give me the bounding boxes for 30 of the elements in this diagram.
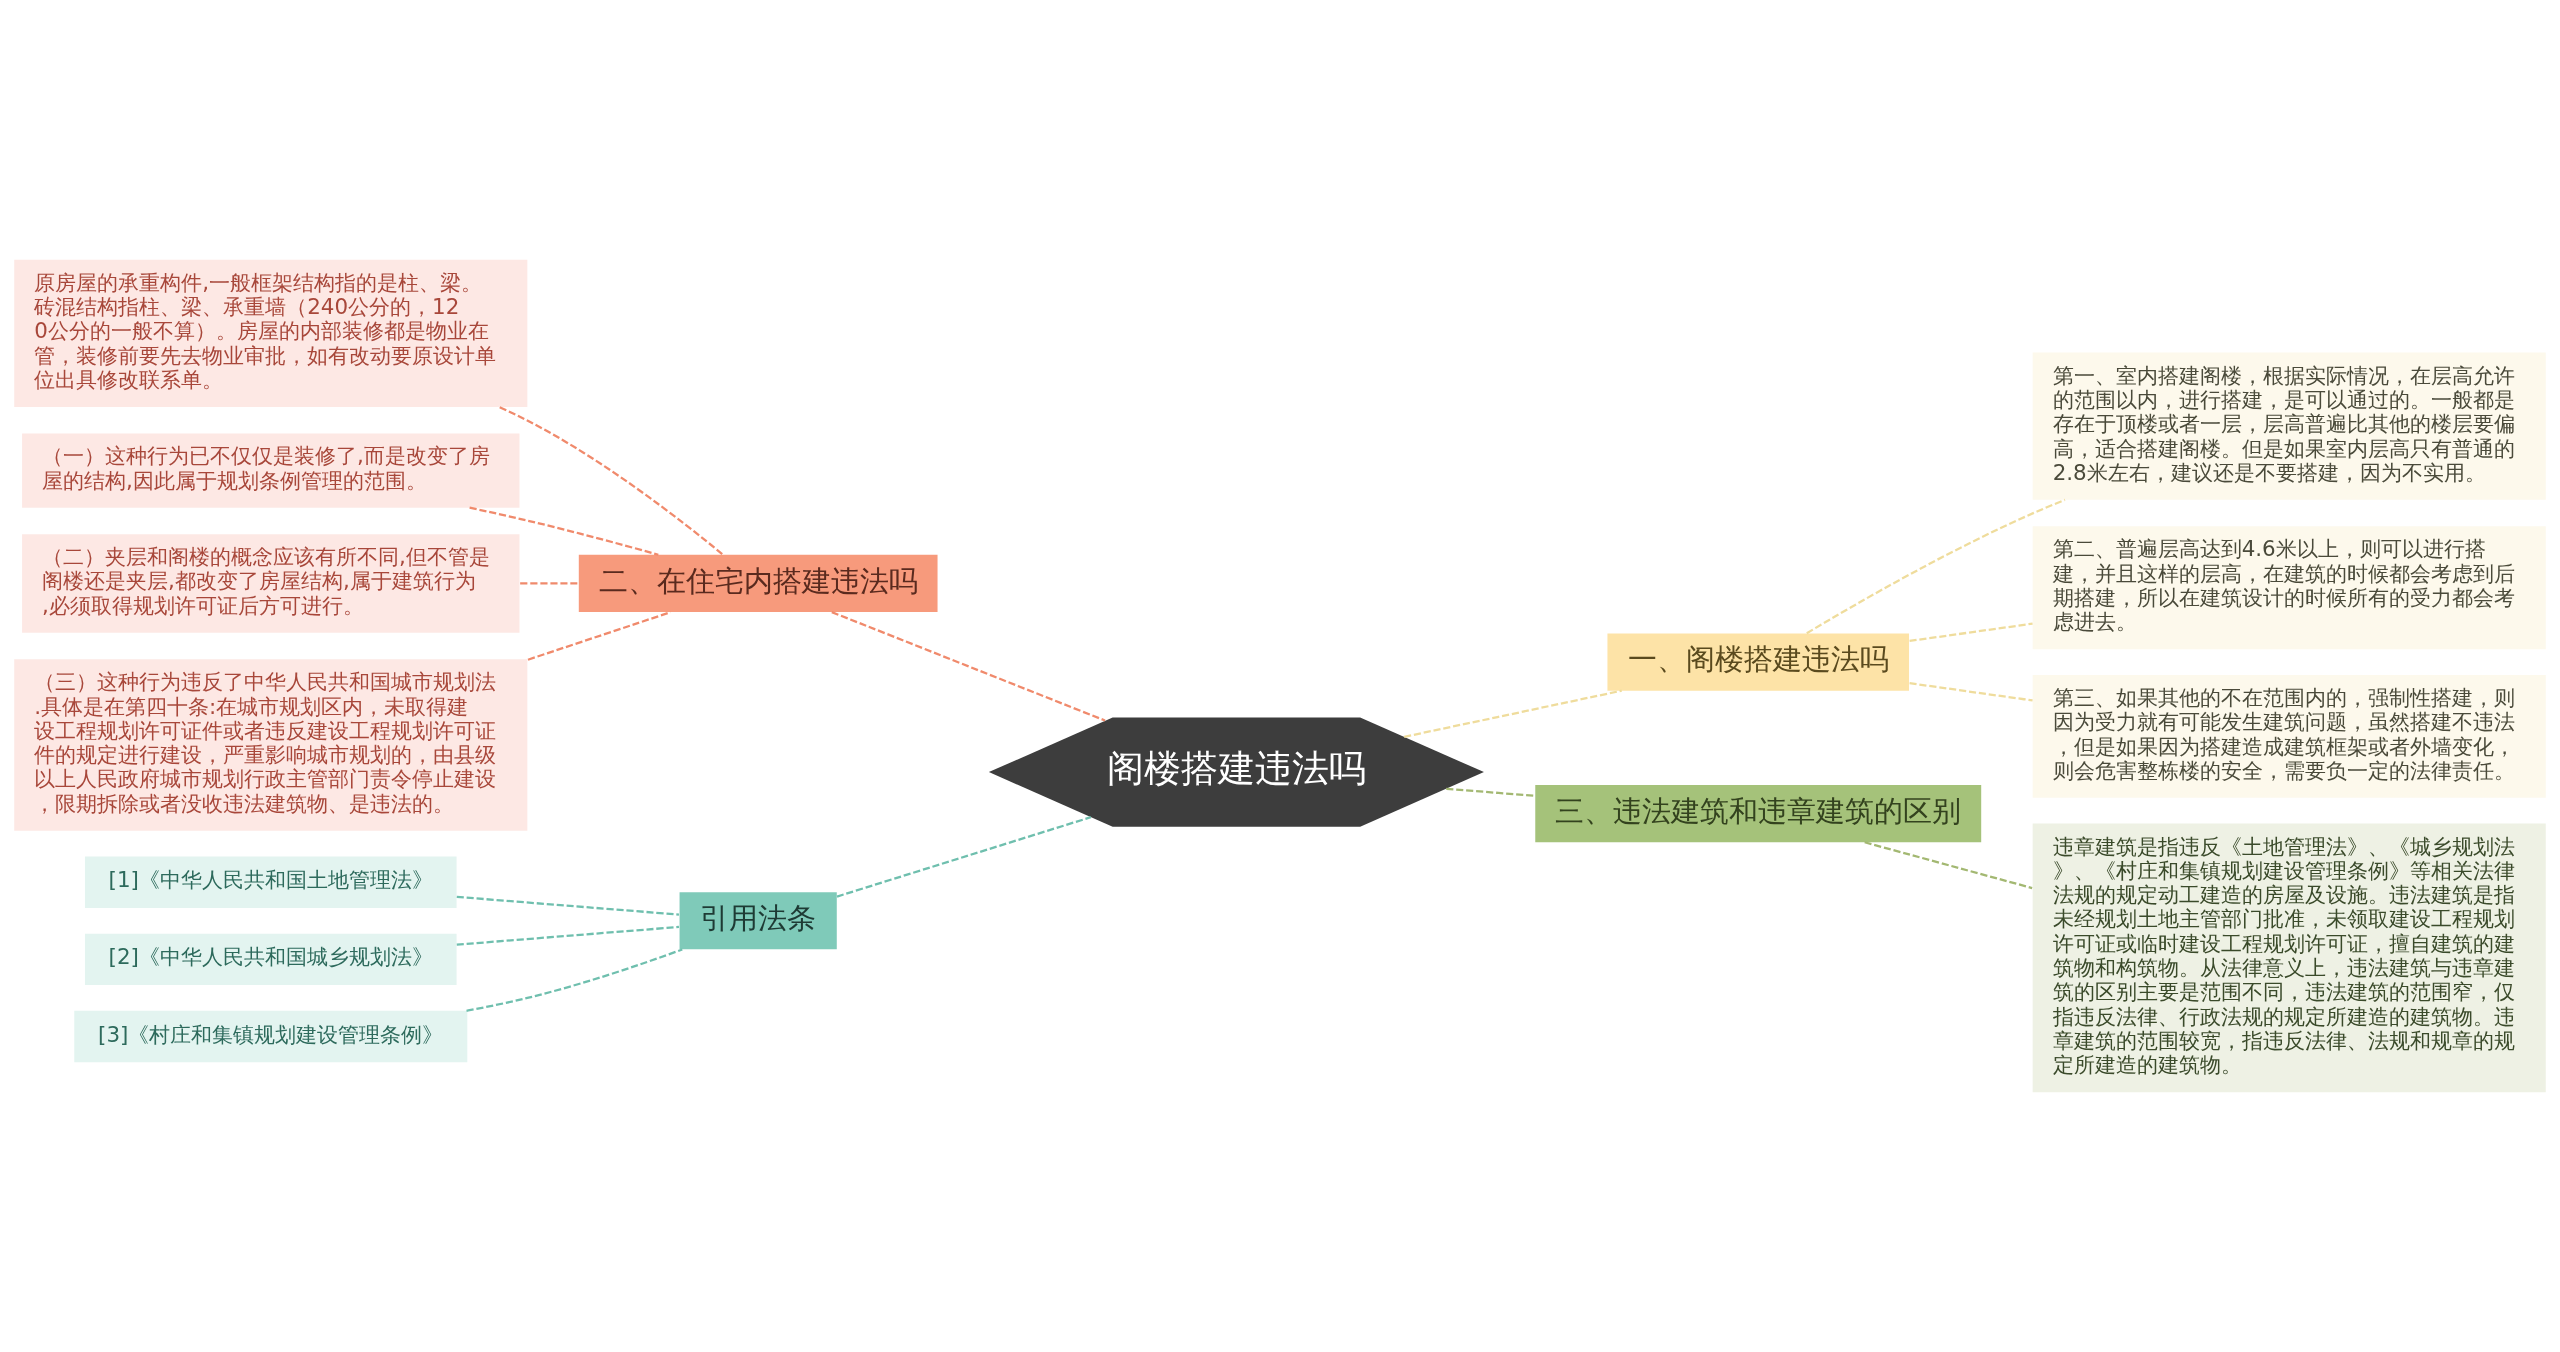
node-box: 二、在住宅内搭建违法吗 (578, 554, 938, 613)
node-box: 三、违法建筑和违章建筑的区别 (1535, 785, 1982, 843)
node-box: 违章建筑是指违反《土地管理法》、《城乡规划法》、《村庄和集镇规划建设管理条例》等相关法律法规的规定动工建造的房屋及设施。违法建筑是指未经规划土地主管部门批准，未领取建设工程规划许可证或临时建设工程规划许可证，擅自建筑的建筑物和构筑物。从法律意义上，违法建筑与违章建筑的区别主要是范围不同，违法建筑的范围窄，仅指违反法律、行政法规的规定所建造的建筑物。违章建筑的范围较宽，指违反法律、法规和规章的规定所建造的建筑物。 (2032, 823, 2546, 1093)
node-box: 第三、如果其他的不在范围内的，强制性搭建，则因为受力就有可能发生建筑问题，虽然搭建不违法，但是如果因为搭建造成建筑框架或者外墙变化，则会危害整栋楼的安全，需要负一定的法律责任。 (2032, 674, 2546, 798)
connector (1909, 682, 2033, 702)
connector (456, 925, 680, 946)
connector (1909, 622, 2033, 643)
connector (520, 582, 579, 585)
node-box: [2]《中华人民共和国城乡规划法》 (84, 933, 457, 986)
connector (831, 611, 1106, 722)
connector (1806, 498, 2066, 635)
node-box: （二）夹层和阁楼的概念应该有所不同,但不管是阁楼还是夹层,都改变了房屋结构,属于建筑行为,必须取得规划许可证后方可进行。 (22, 534, 520, 633)
node-box: [1]《中华人民共和国土地管理法》 (84, 856, 457, 908)
node-box: [3]《村庄和集镇规划建设管理条例》 (74, 1010, 468, 1063)
connector (466, 948, 683, 1012)
connector (836, 816, 1092, 898)
node-box: （三）这种行为违反了中华人民共和国城市规划法.具体是在第四十条:在城市规划区内，未取得建设工程规划许可证件或者违反建设工程规划许可证件的规定进行建设，严重影响城市规划的，由县级以上人民政府城市规划行政主管部门责令停止建设，限期拆除或者没收违法建筑物、是违法的。 (14, 659, 528, 831)
node-box: （一）这种行为已不仅仅是装修了,而是改变了房屋的结构,因此属于规划条例管理的范围。 (22, 433, 520, 508)
node-box: 引用法条 (679, 892, 837, 950)
connector (1864, 841, 2033, 890)
connector (527, 611, 671, 661)
node-box: 第二、普遍层高达到4.6米以上，则可以进行搭建，并且这样的层高，在建筑的时候都会考虑到后期搭建，所以在建筑设计的时候所有的受力都会考虑进去。 (2032, 526, 2546, 650)
node-box: 第一、室内搭建阁楼，根据实际情况，在层高允许的范围以内，进行搭建，是可以通过的。一般都是存在于顶楼或者一层，层高普遍比其他的楼层要偏高，适合搭建阁楼。但是如果室内层高只有普通的2.8米左右，建议还是不要搭建，因为不实用。 (2032, 352, 2546, 500)
connector (456, 895, 680, 916)
connector (469, 506, 659, 556)
connector (1403, 689, 1622, 738)
node-box: 原房屋的承重构件,一般框架结构指的是柱、梁。砖混结构指柱、梁、承重墙（240公分的，120公分的一般不算）。房屋的内部装修都是物业在管，装修前要先去物业审批，如有改动要原设计单位出具修改联系单。 (14, 259, 528, 407)
connector (1446, 787, 1536, 797)
connector (499, 406, 724, 556)
node-box: 一、阁楼搭建违法吗 (1607, 633, 1910, 691)
